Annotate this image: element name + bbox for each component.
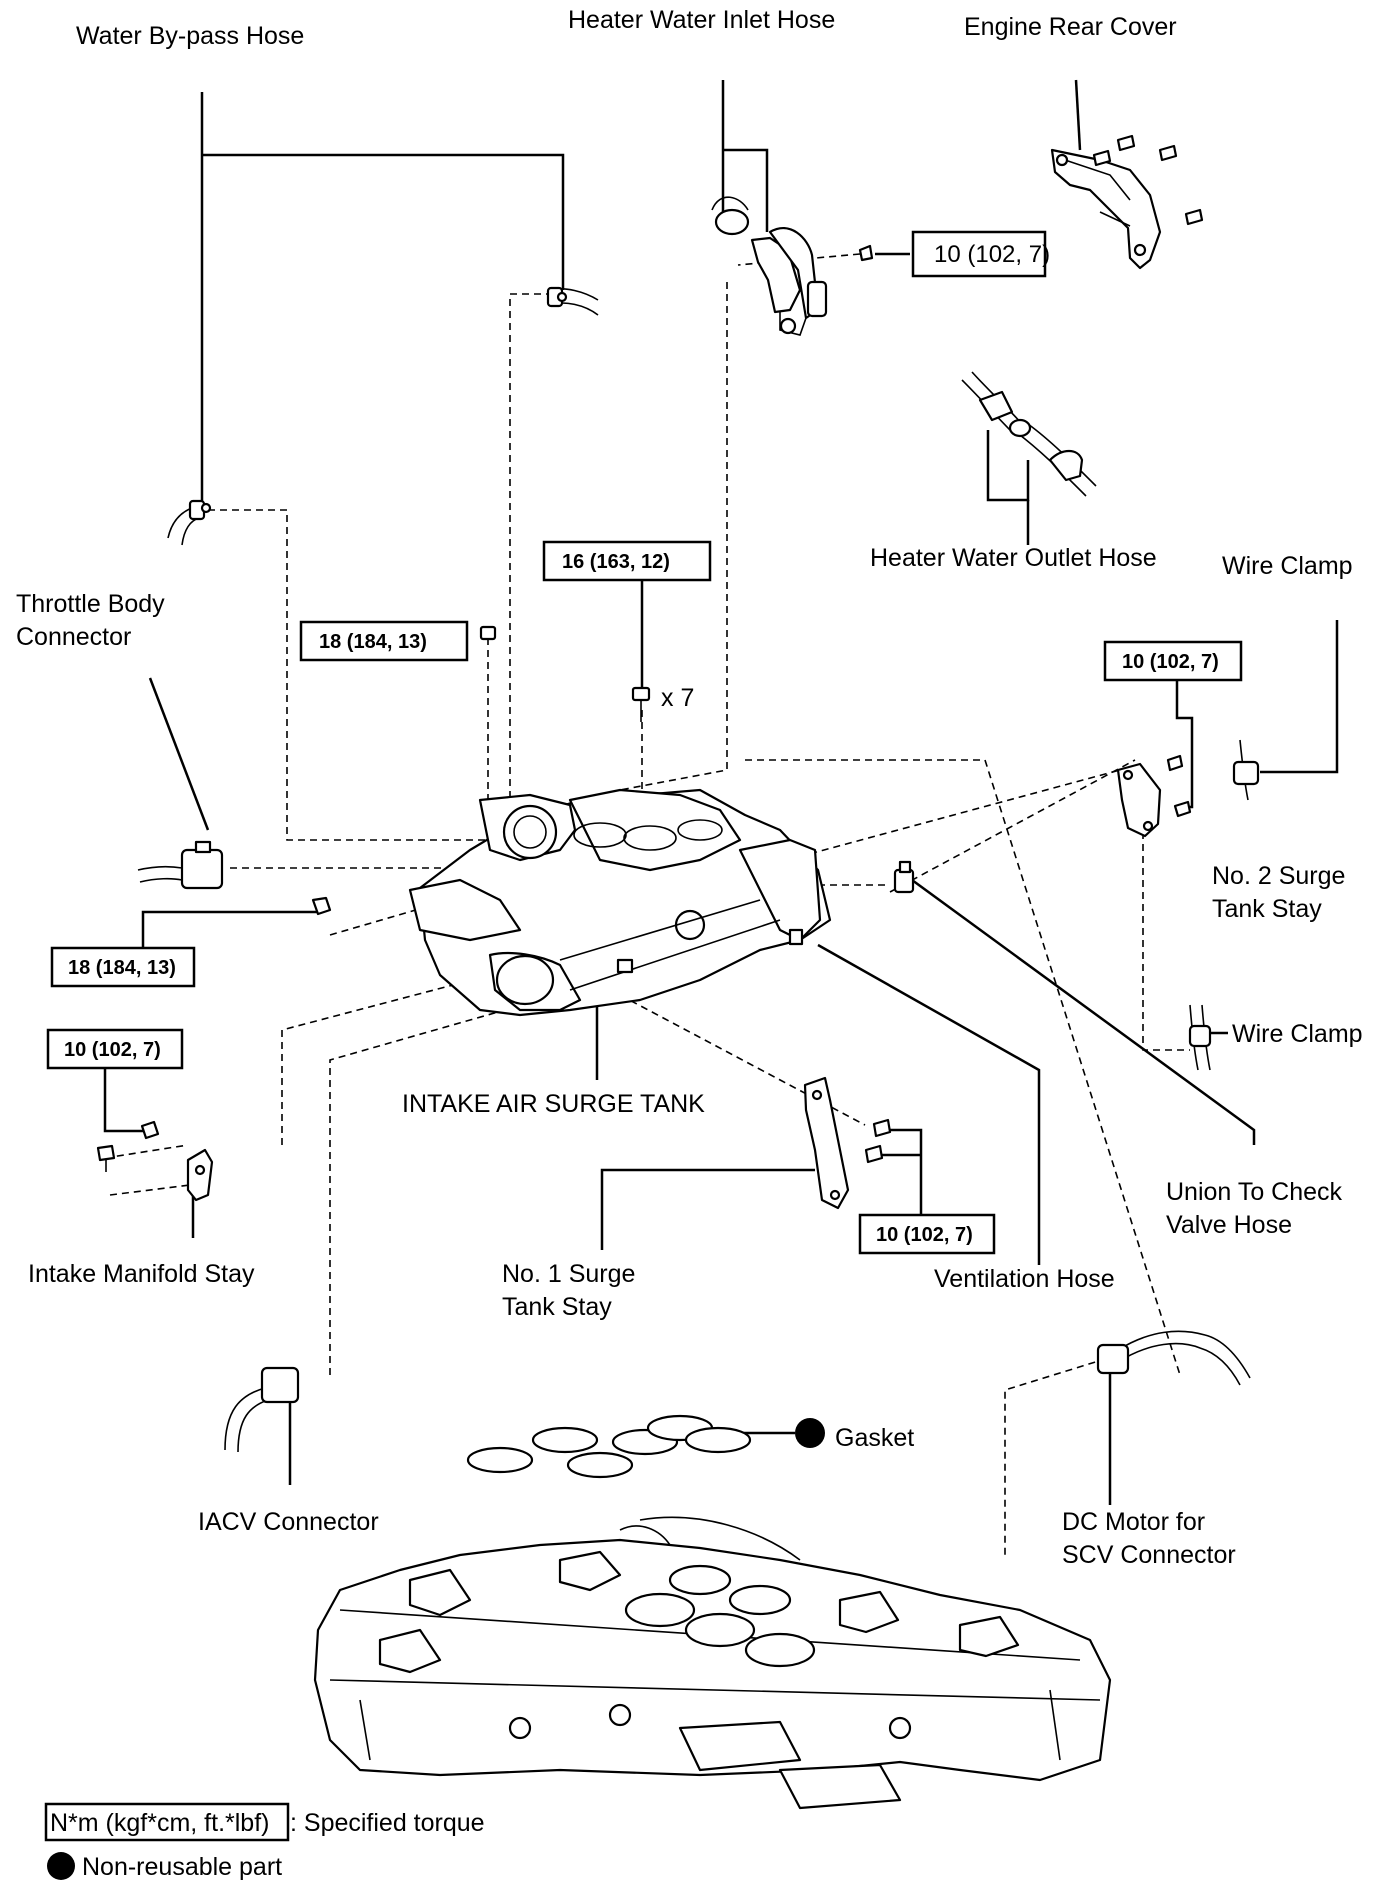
label-heater-water-inlet-hose: Heater Water Inlet Hose — [568, 6, 835, 34]
intake-manifold-stay — [96, 1120, 214, 1202]
torque-rear-cover: 10 (102, 7) — [911, 230, 1050, 278]
label-ventilation-hose: Ventilation Hose — [934, 1265, 1115, 1293]
surge-tank-bolt — [631, 686, 651, 722]
gasket — [466, 1414, 825, 1479]
engine-rear-cover — [1050, 134, 1204, 270]
upper-nut — [479, 625, 497, 641]
torque-upper-left-nut-value: 18 (184, 13) — [319, 631, 427, 653]
labels: Water By-pass Hose Heater Water Inlet Ho… — [16, 6, 1363, 1569]
water-bypass-hose-lower — [167, 499, 212, 546]
legend-nonreusable-desc: Non-reusable part — [82, 1853, 282, 1881]
legend: N*m (kgf*cm, ft.*lbf) : Specified torque… — [44, 1802, 485, 1881]
lower-left-nut — [311, 896, 332, 916]
torque-rear-cover-value: 10 (102, 7) — [934, 241, 1050, 268]
label-no2-stay-1: No. 2 Surge — [1212, 862, 1345, 890]
label-heater-water-outlet-hose: Heater Water Outlet Hose — [870, 544, 1157, 572]
union-check-valve-hose — [893, 860, 915, 894]
label-no1-stay-2: Tank Stay — [502, 1293, 612, 1321]
torque-manifold-stay: 10 (102, 7) — [46, 1028, 184, 1070]
dc-motor-scv-connector — [1096, 1330, 1251, 1386]
no2-surge-tank-stay — [1116, 754, 1192, 838]
torque-manifold-stay-value: 10 (102, 7) — [64, 1039, 161, 1061]
throttle-body-connector — [137, 840, 224, 890]
torque-surge-tank-bolts-value: 16 (163, 12) — [562, 551, 670, 573]
wire-clamp-mid — [1188, 1004, 1212, 1071]
heater-water-inlet-hose — [711, 196, 874, 336]
label-bolt-quantity: x 7 — [661, 684, 694, 712]
legend-nonreusable-dot — [47, 1852, 75, 1880]
torque-no1-stay: 10 (102, 7) — [858, 1213, 996, 1255]
engine-block — [313, 1516, 1112, 1810]
wire-clamp-top — [1232, 739, 1260, 801]
label-iacv-connector: IACV Connector — [198, 1508, 379, 1536]
torque-no2-stay-value: 10 (102, 7) — [1122, 651, 1219, 673]
intake-air-surge-tank — [408, 788, 832, 1017]
label-gasket: Gasket — [835, 1424, 914, 1452]
label-engine-rear-cover: Engine Rear Cover — [964, 13, 1177, 41]
no1-surge-tank-stay — [803, 1076, 892, 1210]
label-intake-air-surge-tank: INTAKE AIR SURGE TANK — [402, 1090, 705, 1118]
legend-torque-desc: : Specified torque — [290, 1809, 485, 1837]
label-dc-motor-2: SCV Connector — [1062, 1541, 1236, 1569]
torque-lower-left-nut-value: 18 (184, 13) — [68, 957, 176, 979]
label-dc-motor-1: DC Motor for — [1062, 1508, 1205, 1536]
label-wire-clamp-mid: Wire Clamp — [1232, 1020, 1363, 1048]
legend-torque-box — [44, 1802, 290, 1842]
label-throttle-body-1: Throttle Body — [16, 590, 165, 618]
torque-no1-stay-value: 10 (102, 7) — [876, 1224, 973, 1246]
iacv-connector — [224, 1366, 300, 1453]
label-no2-stay-2: Tank Stay — [1212, 895, 1322, 923]
label-no1-stay-1: No. 1 Surge — [502, 1260, 635, 1288]
label-intake-manifold-stay: Intake Manifold Stay — [28, 1260, 255, 1288]
torque-no2-stay: 10 (102, 7) — [1103, 640, 1243, 682]
label-throttle-body-2: Connector — [16, 623, 131, 651]
label-union-check-valve-2: Valve Hose — [1166, 1211, 1292, 1239]
label-union-check-valve-1: Union To Check — [1166, 1178, 1343, 1206]
torque-upper-left-nut: 18 (184, 13) — [299, 620, 469, 662]
water-bypass-hose-clamp-top — [546, 286, 599, 316]
torque-lower-left-nut: 18 (184, 13) — [50, 946, 196, 988]
label-wire-clamp-top: Wire Clamp — [1222, 552, 1353, 580]
label-water-bypass-hose: Water By-pass Hose — [76, 22, 304, 50]
heater-water-outlet-hose — [961, 371, 1097, 497]
torque-surge-tank-bolts: 16 (163, 12) — [542, 540, 712, 582]
legend-torque-unit: N*m (kgf*cm, ft.*lbf) — [50, 1809, 269, 1837]
